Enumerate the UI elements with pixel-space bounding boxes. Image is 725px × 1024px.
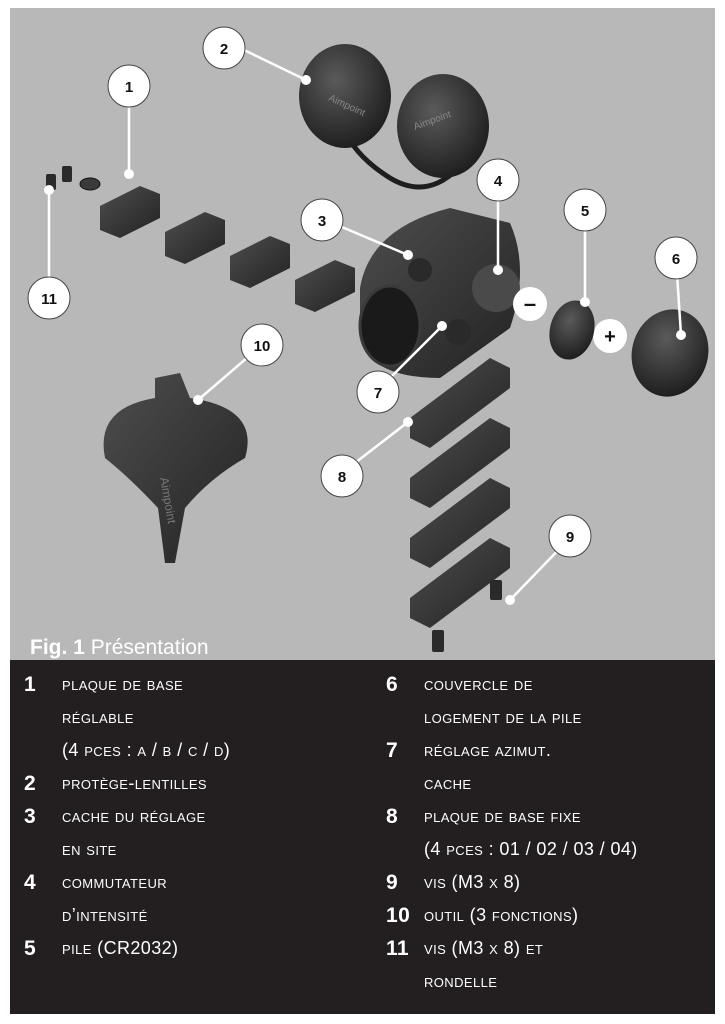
lens-covers-part: Aimpoint Aimpoint (299, 44, 489, 190)
multi-tool-part: Aimpoint (103, 373, 248, 563)
callout-number: 10 (254, 338, 271, 355)
legend-item-text: vis (M3 x 8) et rondelle (424, 932, 706, 998)
screw-and-washer-part (46, 166, 101, 191)
callout-number: 6 (672, 251, 680, 268)
screws-part (432, 580, 502, 652)
callout-number: 7 (374, 385, 382, 402)
legend-item-number: 6 (386, 673, 399, 696)
legend-item-text: vis (M3 x 8) (424, 866, 706, 899)
legend-item-text: pile (CR2032) (62, 932, 364, 965)
legend-item-line: plaque de base fixe (424, 806, 581, 826)
legend-item: 5 pile (CR2032) (24, 932, 364, 965)
legend-item-line: (4 pces : a / b / c / d) (62, 740, 231, 760)
legend-item-number: 11 (386, 937, 409, 960)
callout-2: 2 (202, 26, 246, 70)
legend-item-line: (4 pces : 01 / 02 / 03 / 04) (424, 839, 638, 859)
legend-item-number: 10 (386, 904, 411, 927)
legend-item: 1 plaque de base réglable (4 pces : a / b /… (24, 668, 364, 767)
callout-number: 4 (494, 173, 503, 190)
legend-item-text: réglage azimut. cache (424, 734, 706, 800)
callout-10: 10 (240, 323, 284, 367)
callout-6: 6 (654, 236, 698, 280)
callout-number: 3 (318, 213, 326, 230)
legend-item-line: protège-lentilles (62, 773, 208, 793)
legend-item-line: logement de la pile (424, 707, 582, 727)
callout-number: 9 (566, 529, 574, 546)
legend-item-text: outil (3 fonctions) (424, 899, 706, 932)
legend-item: 6 couvercle de logement de la pile (386, 668, 706, 734)
plus-sign-label: + (604, 326, 616, 348)
callout-number: 5 (581, 203, 589, 220)
legend-item: 3 cache du réglage en site (24, 800, 364, 866)
figure-caption: Fig. 1 Présentation (30, 636, 209, 660)
callout-1: 1 (107, 64, 151, 108)
legend-item-number: 4 (24, 871, 37, 894)
callout-5: 5 (563, 188, 607, 232)
exploded-view-illustration: Aimpoint Aimpoint – + (10, 8, 715, 660)
battery-cover-part (631, 309, 709, 397)
legend-item-number: 7 (386, 739, 399, 762)
legend-item-line: couvercle de (424, 674, 533, 694)
legend-item-line: cache du réglage (62, 806, 206, 826)
legend-item-text: cache du réglage en site (62, 800, 364, 866)
legend-item-line: d’intensité (62, 905, 148, 925)
battery-part (549, 300, 595, 360)
legend-item-number: 9 (386, 871, 399, 894)
legend-item: 9 vis (M3 x 8) (386, 866, 706, 899)
legend-item-number: 3 (24, 805, 37, 828)
callout-3: 3 (300, 198, 344, 242)
figure-caption-prefix: Fig. 1 (30, 636, 85, 659)
callout-anchor-dots (44, 75, 686, 605)
callout-number: 8 (338, 469, 346, 486)
figure-caption-title: Présentation (90, 636, 209, 659)
legend-item-text: couvercle de logement de la pile (424, 668, 706, 734)
callout-number: 1 (125, 79, 133, 96)
fixed-base-plates-part (410, 358, 510, 628)
legend-item-number: 1 (24, 673, 37, 696)
legend-item-number: 5 (24, 937, 37, 960)
legend-item: 10 outil (3 fonctions) (386, 899, 706, 932)
legend-item-number: 2 (24, 772, 37, 795)
legend-item-line: rondelle (424, 971, 498, 991)
legend-item-line: commutateur (62, 872, 168, 892)
plus-sign-marker: + (593, 319, 627, 353)
legend-item: 2 protège-lentilles (24, 767, 364, 800)
legend-item: 4 commutateur d’intensité (24, 866, 364, 932)
minus-sign-label: – (524, 291, 536, 316)
legend-right-column: 6 couvercle de logement de la pile 7 réglage… (386, 668, 706, 998)
legend-item-text: plaque de base fixe (4 pces : 01 / 02 / 0… (424, 800, 706, 866)
legend-left-column: 1 plaque de base réglable (4 pces : a / b /… (24, 668, 364, 965)
callout-4: 4 (476, 158, 520, 202)
legend-item: 8 plaque de base fixe (4 pces : 01 / 02 / … (386, 800, 706, 866)
legend-item-line: en site (62, 839, 117, 859)
legend-item: 7 réglage azimut. cache (386, 734, 706, 800)
minus-sign-marker: – (513, 287, 547, 321)
legend-item-text: protège-lentilles (62, 767, 364, 800)
legend-item-line: plaque de base (62, 674, 184, 694)
legend-item-line: réglable (62, 707, 134, 727)
legend-item-number: 8 (386, 805, 399, 828)
legend-item-text: plaque de base réglable (4 pces : a / b / … (62, 668, 364, 767)
legend-item-text: commutateur d’intensité (62, 866, 364, 932)
callout-7: 7 (356, 370, 400, 414)
legend-item-line: réglage azimut. (424, 740, 552, 760)
legend-item: 11 vis (M3 x 8) et rondelle (386, 932, 706, 998)
red-dot-sight-body-part (358, 208, 520, 378)
callout-number: 11 (41, 291, 57, 308)
callout-9: 9 (548, 514, 592, 558)
legend-item-line: outil (3 fonctions) (424, 905, 579, 925)
legend-item-line: cache (424, 773, 472, 793)
legend-item-line: vis (M3 x 8) (424, 872, 521, 892)
callout-8: 8 (320, 454, 364, 498)
adjustable-base-plates-part (100, 186, 355, 312)
legend-item-line: vis (M3 x 8) et (424, 938, 544, 958)
callout-11: 11 (27, 276, 71, 320)
legend-item-line: pile (CR2032) (62, 938, 179, 958)
callout-number: 2 (220, 41, 228, 58)
